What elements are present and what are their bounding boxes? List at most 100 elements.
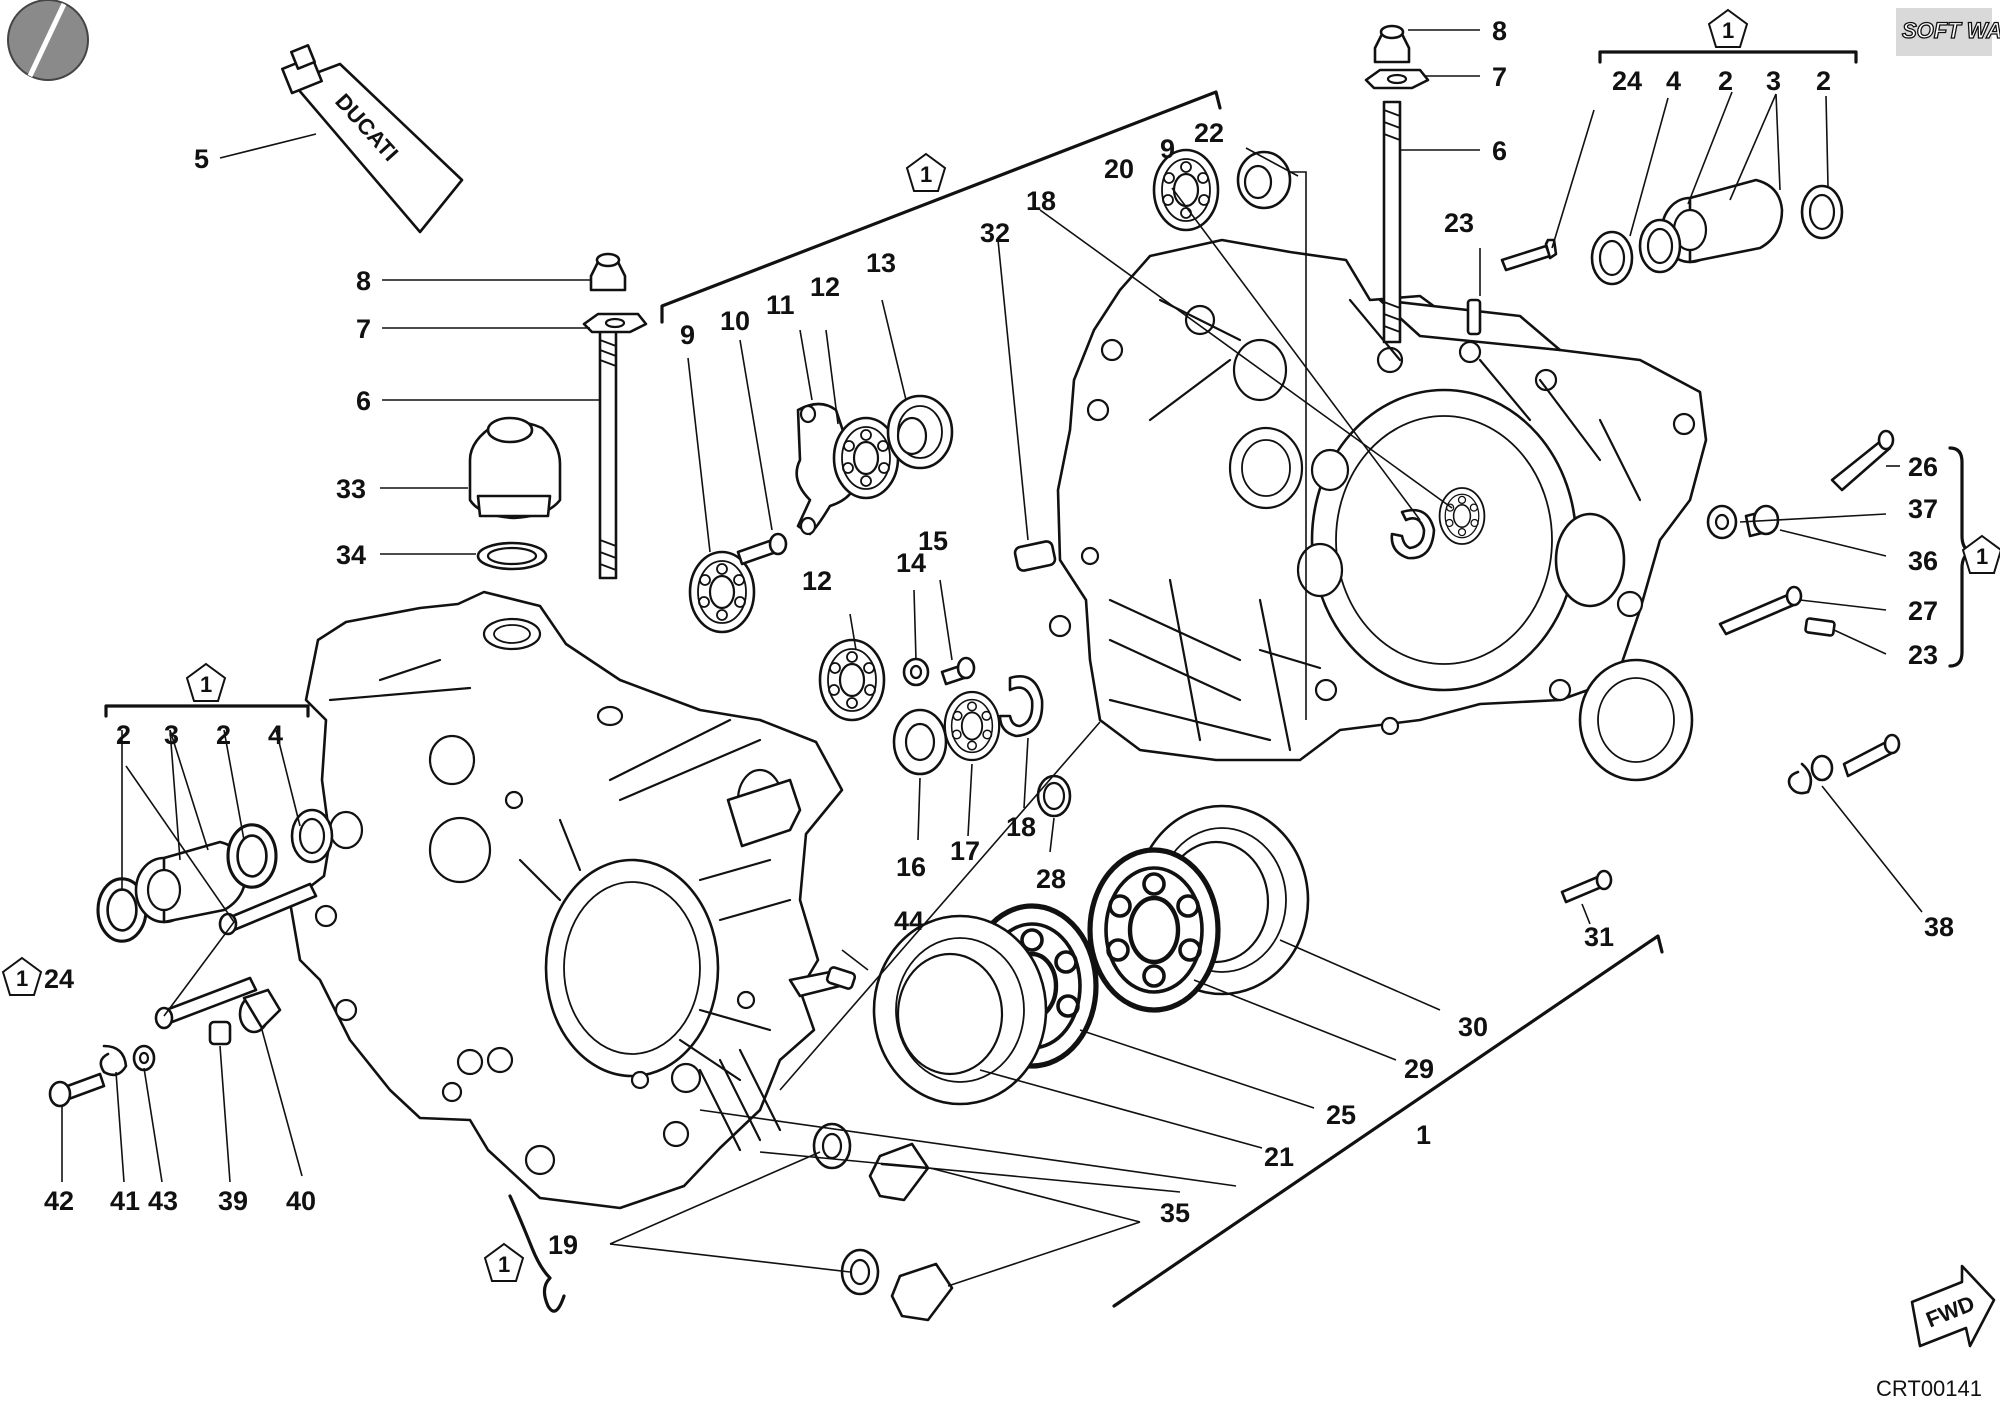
washer-19-a [812, 1122, 852, 1170]
sleeve-40 [238, 988, 282, 1034]
bolt-31 [1560, 869, 1613, 904]
assembly-bracket-bottom [1112, 934, 1664, 1308]
o-ring-34 [476, 541, 548, 571]
callout-3-left: 3 [164, 720, 179, 750]
fwd-arrow-icon: FWD [1910, 1264, 1996, 1348]
callout-43: 43 [148, 1186, 178, 1216]
callout-38: 38 [1924, 912, 1954, 942]
washer-14 [902, 657, 930, 687]
washer-37 [1706, 504, 1738, 540]
nut-left [589, 252, 627, 292]
callout-36: 36 [1908, 546, 1938, 576]
callout-4-left: 4 [268, 720, 283, 750]
seal-22 [1236, 150, 1292, 210]
callout-28: 28 [1036, 864, 1066, 894]
bearing-17 [943, 690, 1001, 762]
ring-2-top-b [1800, 184, 1844, 240]
callout-20: 20 [1104, 154, 1134, 184]
svg-text:1: 1 [1722, 18, 1734, 43]
plug-35-b [890, 1262, 954, 1322]
callout-19: 19 [548, 1230, 578, 1260]
stud-left [598, 328, 618, 580]
callout-7-right: 7 [1492, 62, 1507, 92]
leader-lines [61, 29, 1923, 1287]
bolt-26 [1830, 429, 1895, 492]
assembly-bracket-top-right [1598, 50, 1858, 64]
race-21 [872, 914, 1048, 1106]
bearing-20 [1438, 487, 1486, 545]
ring-2-top-a [1638, 218, 1682, 274]
callout-23-top: 23 [1444, 208, 1474, 238]
callout-16: 16 [896, 852, 926, 882]
assembly-bracket-left [104, 704, 310, 718]
callout-8: 8 [356, 266, 371, 296]
circlip-18-right [1390, 508, 1436, 560]
plug-35-a [868, 1142, 930, 1202]
bearing-12-lower [818, 638, 886, 722]
callout-1: 1 [1416, 1120, 1431, 1150]
callout-3-top: 3 [1766, 66, 1781, 96]
sealant-tube: DUCATI [280, 43, 464, 234]
bolt-27 [1718, 585, 1803, 636]
callout-32: 32 [980, 218, 1010, 248]
callout-27: 27 [1908, 596, 1938, 626]
kit-marker-top: 1 [906, 153, 946, 192]
callout-8-right: 8 [1492, 16, 1507, 46]
kit-marker-top-right: 1 [1708, 9, 1748, 48]
callout-2-top-b: 2 [1816, 66, 1831, 96]
callout-10: 10 [720, 306, 750, 336]
washer-19-b [840, 1248, 880, 1296]
dowel-32 [1013, 540, 1057, 572]
callout-29: 29 [1404, 1054, 1434, 1084]
svg-text:1: 1 [200, 672, 212, 697]
clip-38 [1787, 733, 1901, 795]
stud-right [1382, 100, 1402, 344]
callout-6-right: 6 [1492, 136, 1507, 166]
callout-5: 5 [194, 144, 209, 174]
kit-marker-right: 1 [1962, 535, 2000, 574]
kit-marker-left: 1 [186, 663, 226, 702]
roller-bearing-3-left [134, 840, 248, 924]
callout-12-lower: 12 [802, 566, 832, 596]
callout-35: 35 [1160, 1198, 1190, 1228]
callout-18-upper: 18 [1026, 186, 1056, 216]
left-crankcase-half [288, 590, 844, 1210]
seal-16 [892, 708, 948, 776]
callout-44: 44 [894, 906, 924, 936]
callout-22: 22 [1194, 118, 1224, 148]
callout-34: 34 [336, 540, 366, 570]
callout-30: 30 [1458, 1012, 1488, 1042]
callout-12: 12 [810, 272, 840, 302]
bolt-24-left-b [154, 976, 258, 1030]
callout-31: 31 [1584, 922, 1614, 952]
bolt-42 [48, 1072, 106, 1108]
svg-text:1: 1 [1976, 544, 1988, 569]
main-bearing-29 [1090, 850, 1218, 1010]
nut-right [1373, 24, 1411, 64]
callout-24-top: 24 [1612, 66, 1642, 96]
ring-2-left-b [226, 823, 278, 889]
corner-logo-circle [7, 0, 89, 81]
kit-marker-19: 1 [484, 1243, 524, 1282]
circlip-18 [998, 675, 1044, 738]
softway-logo-text: SOFT WAY [1902, 18, 2000, 43]
callout-9-right: 9 [1160, 134, 1175, 164]
callout-9: 9 [680, 320, 695, 350]
callouts: 5 8 7 6 33 34 9 10 11 12 13 32 12 14 15 … [44, 16, 1954, 1260]
snap-ring-4-top [1590, 230, 1634, 286]
callout-17: 17 [950, 836, 980, 866]
callout-2-left-b: 2 [216, 720, 231, 750]
callout-25: 25 [1326, 1100, 1356, 1130]
callout-24-left: 24 [44, 964, 74, 994]
callout-33: 33 [336, 474, 366, 504]
callout-6: 6 [356, 386, 371, 416]
pin-39 [208, 1020, 232, 1046]
plate-right [1364, 68, 1430, 90]
callout-13: 13 [866, 248, 896, 278]
callout-40: 40 [286, 1186, 316, 1216]
bolt-24-top [1500, 238, 1558, 272]
callout-2-left-a: 2 [116, 720, 131, 750]
svg-text:1: 1 [498, 1252, 510, 1277]
o-ring-28 [1036, 774, 1072, 818]
